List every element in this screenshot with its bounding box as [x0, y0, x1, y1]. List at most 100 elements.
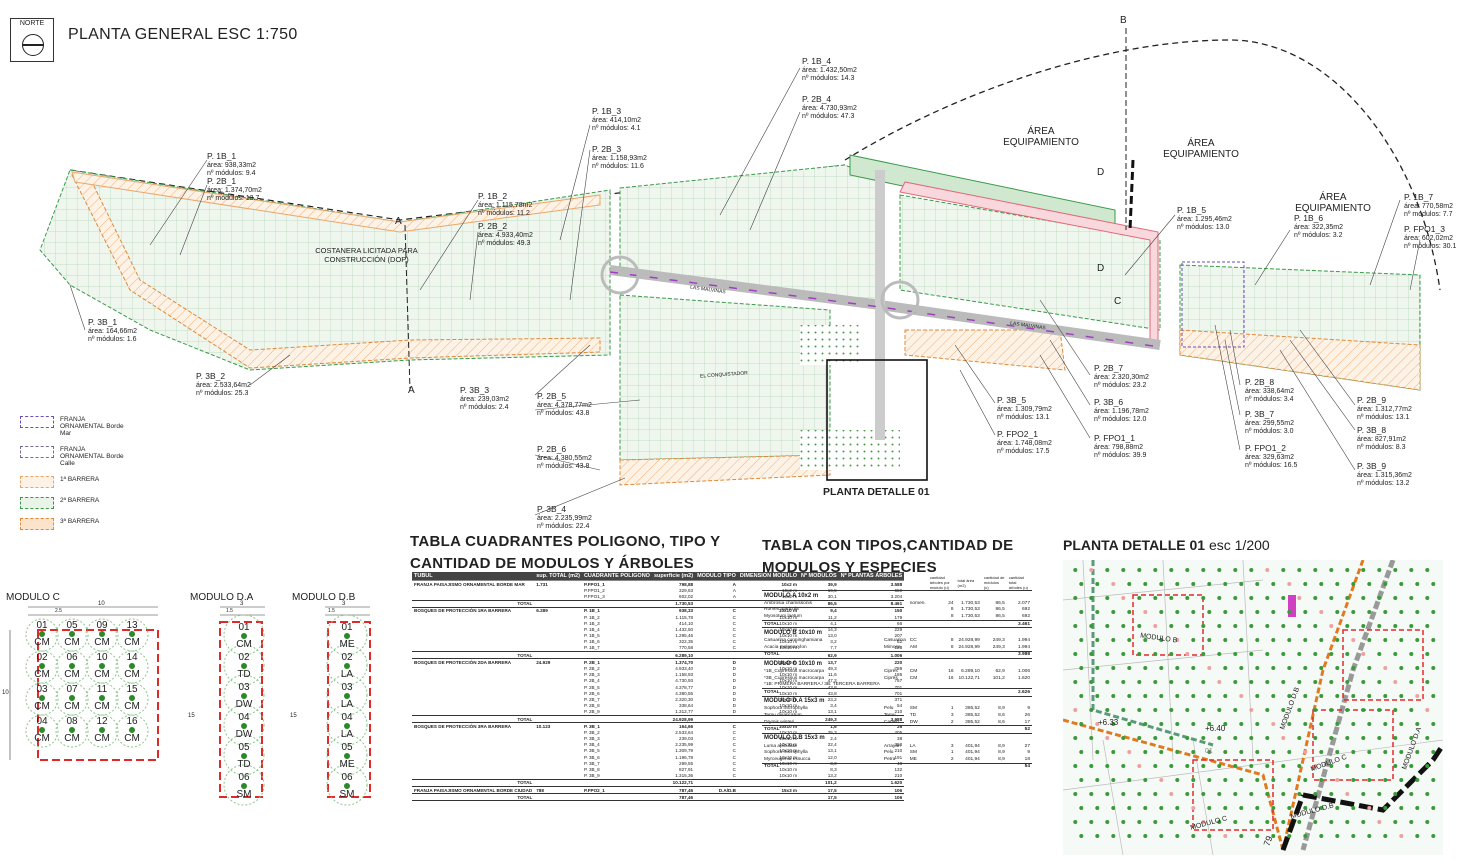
tree-dot: [1249, 736, 1254, 740]
table-cell: 3: [950, 743, 954, 749]
table-cell: Temu divaricatum: [764, 712, 802, 718]
tree-dot: [1319, 750, 1324, 754]
detail-scale: esc 1/200: [1208, 537, 1270, 553]
table-cell: 11,2: [828, 614, 837, 620]
tree-dot: [1095, 722, 1100, 726]
tree-dot: [1207, 610, 1212, 614]
tree-dot: [1223, 806, 1228, 810]
table-cell: 11,6: [828, 672, 837, 678]
legend-label: FRANJA ORNAMENTAL Borde Mar: [60, 416, 124, 437]
table-cell: [534, 651, 582, 660]
tree-dot: [1217, 568, 1222, 572]
tree-dot: [1297, 708, 1302, 712]
tree-dot: [1201, 652, 1206, 656]
table-cell: [581, 778, 652, 788]
cell-number: 06: [66, 652, 78, 663]
tree-dot: [1367, 694, 1372, 698]
tree-dot: [1265, 624, 1270, 628]
tree-dot: [1383, 610, 1388, 614]
tree-dot: [99, 695, 105, 701]
tree-dot: [1079, 610, 1084, 614]
modulo-c-drawing: [9, 606, 159, 761]
table-cell: 414,10: [679, 620, 694, 626]
table-cell: Pelu: [883, 706, 894, 712]
tree-dot: [1281, 736, 1286, 740]
table-cell: BOSQUES DE PROTECCIÓN 2DA BARRERA: [412, 658, 535, 666]
table-cell: *1B_Cupressus macrocarpa: [764, 668, 824, 674]
tree-dot: [1431, 610, 1436, 614]
tree-dot: [1089, 568, 1094, 572]
tree-dot: [1249, 792, 1254, 796]
table-cell: Luma apiculata: [764, 743, 797, 749]
table-cell: 789: [894, 666, 903, 672]
table-cell: 39,9: [799, 580, 839, 588]
tree-dot: [1415, 610, 1420, 614]
tree-dot: [1175, 806, 1180, 810]
table-cell: LA: [909, 743, 916, 749]
modulo-c-dim-side: 10: [2, 690, 9, 696]
table-cell: CM: [909, 675, 918, 681]
cell-species: CM: [124, 701, 140, 712]
tree-dot: [1137, 568, 1142, 572]
cell-number: 09: [96, 620, 108, 631]
modulo-db-drawing: [325, 606, 371, 806]
tree-dot: [1319, 638, 1324, 642]
tree-dot: [1265, 708, 1270, 712]
tree-dot: [1185, 792, 1190, 796]
table-cell: TD: [909, 712, 917, 718]
tree-dot: [1175, 582, 1180, 586]
table-cell: 1.006: [1017, 668, 1030, 674]
tree-dot: [1095, 666, 1100, 670]
table-cell: [981, 762, 1007, 771]
table-cell: 787,46: [651, 793, 696, 802]
table-cell: 6.289,10: [651, 651, 696, 660]
cell-number: 16: [126, 716, 138, 727]
tree-dot: [1377, 680, 1382, 684]
tree-dot: [1409, 736, 1414, 740]
tree-dot: [1079, 834, 1084, 838]
legend: FRANJA ORNAMENTAL Borde Mar FRANJA ORNAM…: [20, 416, 130, 539]
tree-dot: [1175, 694, 1180, 698]
cell-species: CM: [34, 637, 50, 648]
table-row: FRANJA PAISAJISMO ORNAMENTAL BORDE CIUDA…: [412, 785, 905, 794]
tree-dot: [1377, 792, 1382, 796]
table-cell: 62,9: [995, 668, 1005, 674]
tree-dot: [1335, 722, 1340, 726]
table-cell: P. 1B_1: [581, 606, 652, 614]
tree-dot: [1281, 792, 1286, 796]
table-cell: Myosotum laetum: [764, 613, 802, 619]
tree-dot: [1105, 736, 1110, 740]
table-cell: 3.988: [1006, 650, 1032, 659]
cell-number: 02: [341, 652, 353, 663]
tree-dot: [1329, 652, 1334, 656]
table-cell: C: [732, 754, 736, 760]
tree-dot: [1361, 568, 1366, 572]
cell-number: 03: [36, 684, 48, 695]
tree-dot: [1329, 764, 1334, 768]
table-cell: P.FPO1_3: [583, 593, 605, 599]
tree-dot: [1207, 722, 1212, 726]
table-cell: 1.295,46: [675, 633, 694, 639]
tree-dot: [1377, 596, 1382, 600]
table-cell: 249,3: [992, 638, 1005, 644]
tree-dot: [1415, 834, 1420, 838]
tree-dot: [1345, 624, 1350, 628]
tree-dot: [1367, 610, 1372, 614]
tree-dot: [1393, 792, 1398, 796]
tree-dot: [1105, 764, 1110, 768]
module-header: MODULO C 10x10 m: [762, 658, 1032, 669]
cell-number: 05: [66, 620, 78, 631]
tree-dot: [1431, 666, 1436, 670]
table-cell: 2.235,99: [675, 742, 694, 748]
